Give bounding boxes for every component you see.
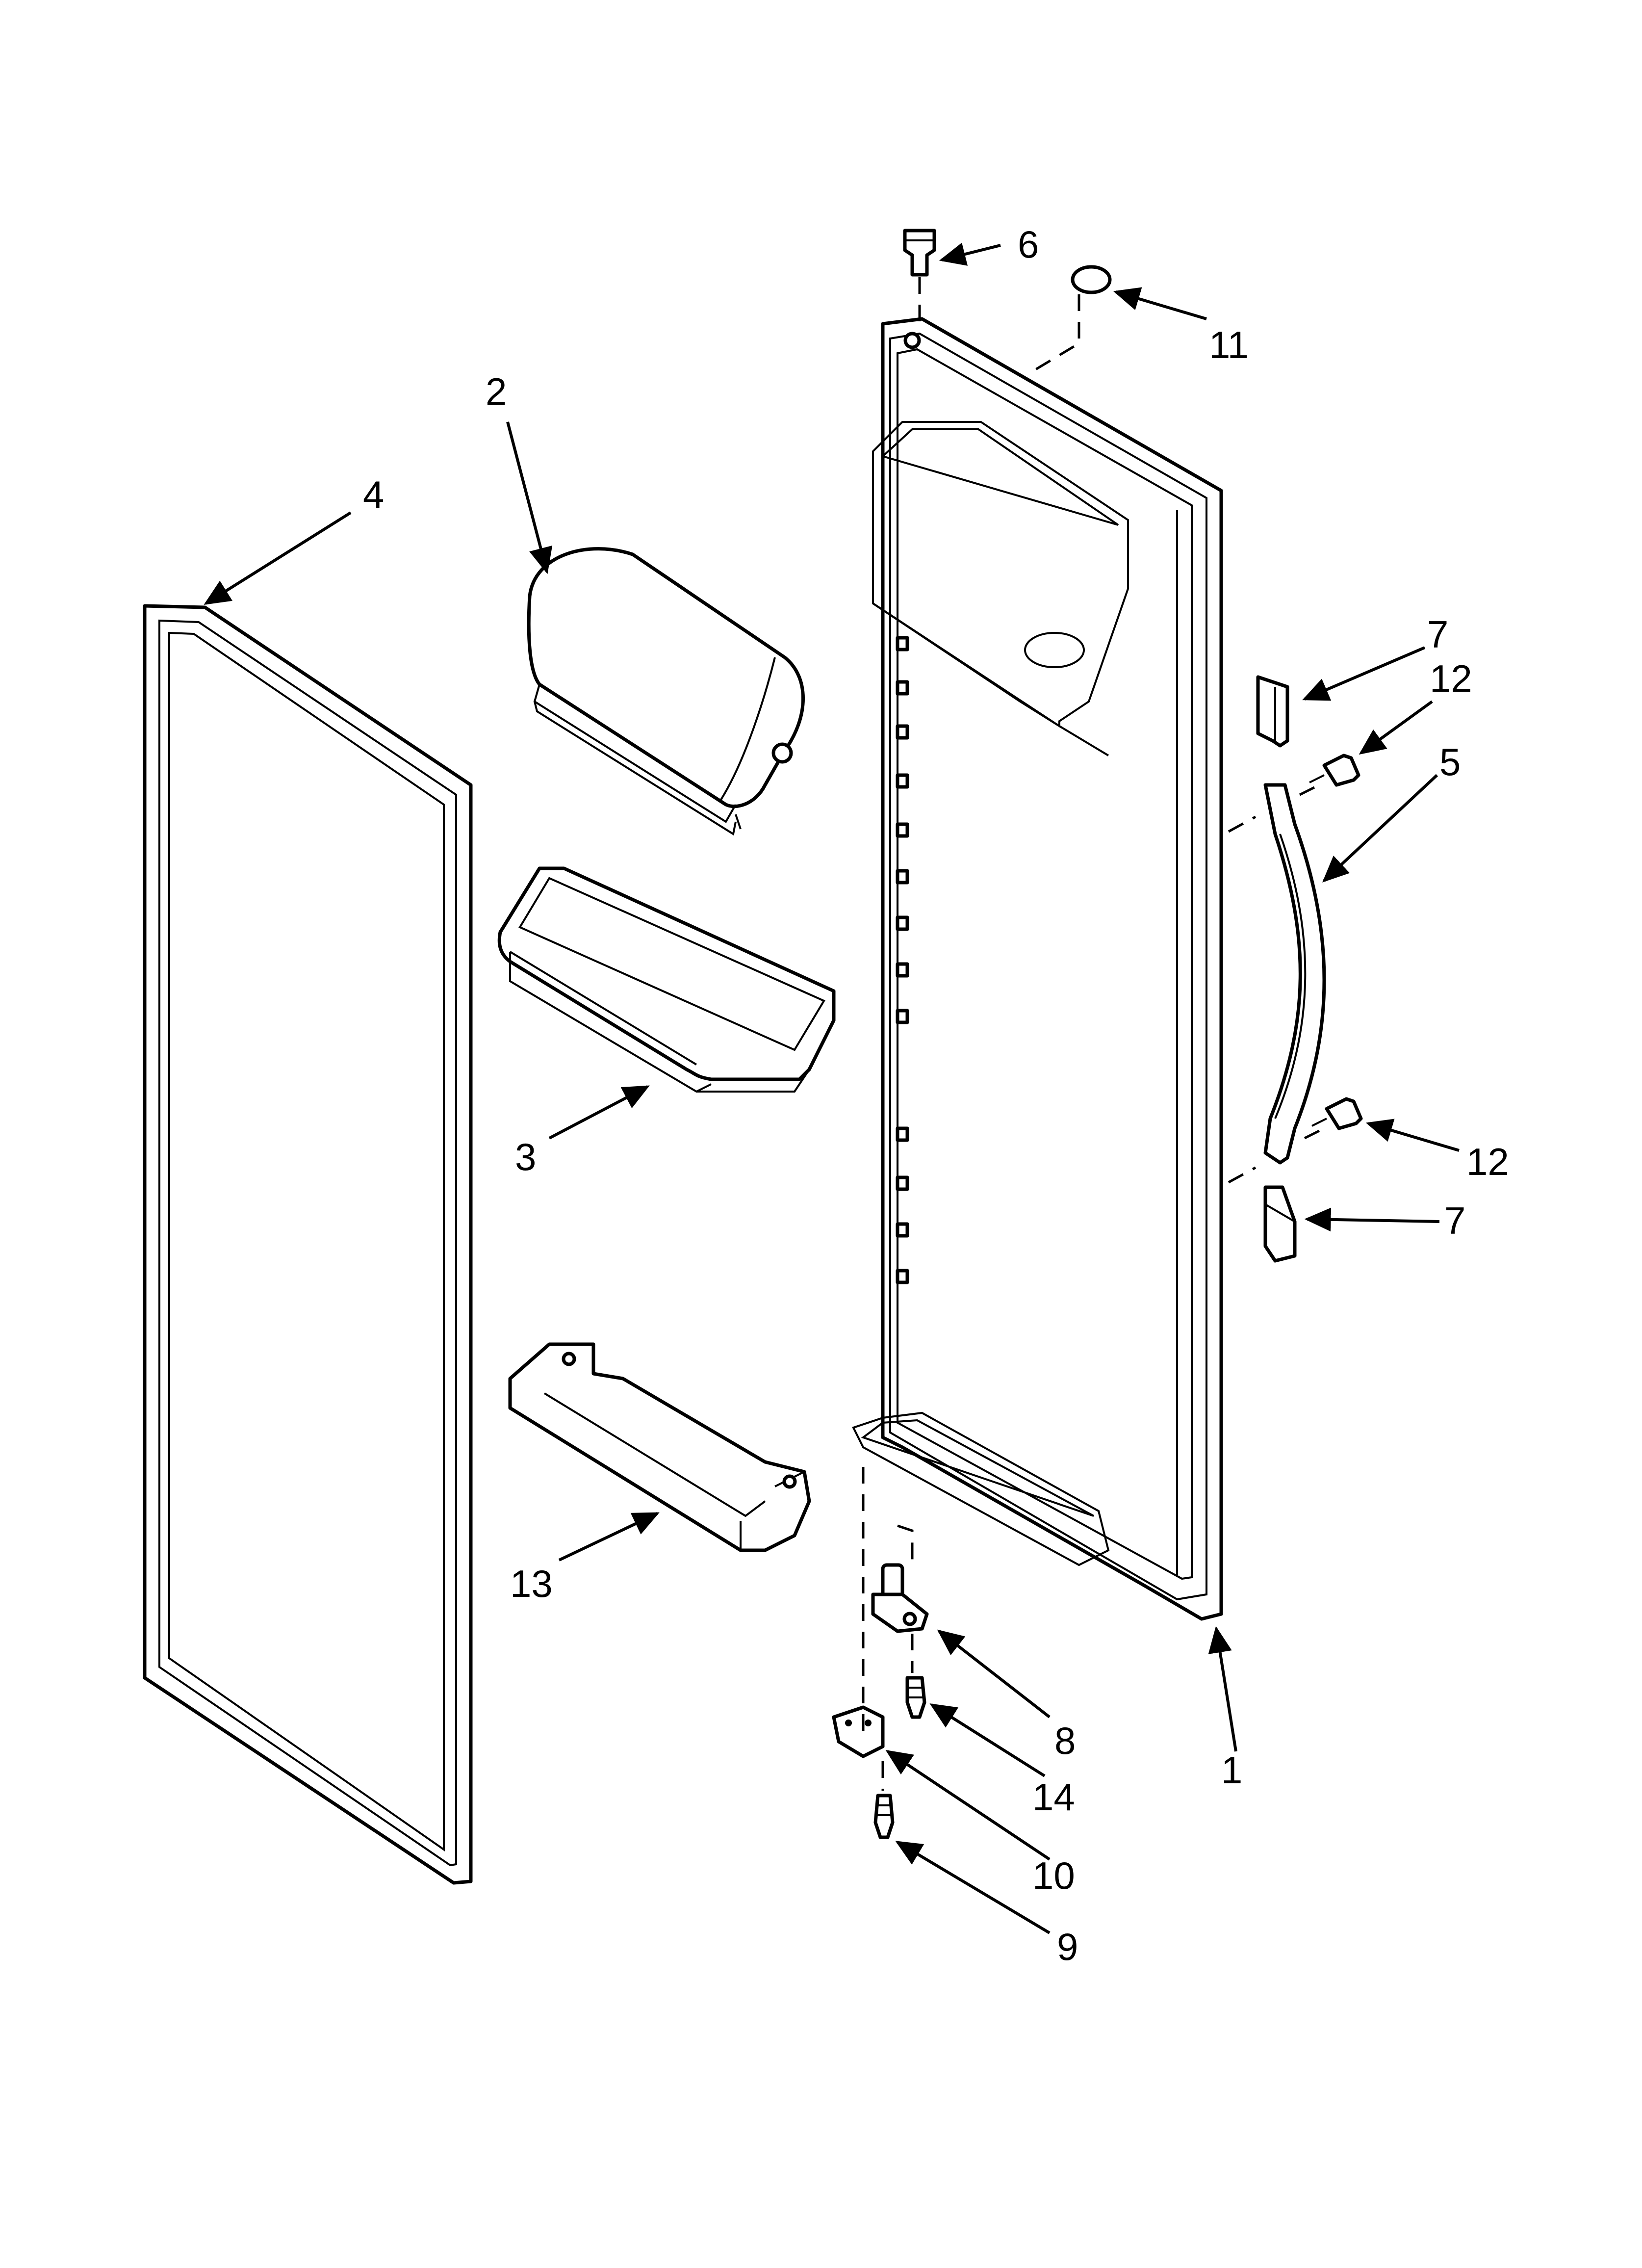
leader-10 [885, 1750, 1051, 1861]
callout-12b: 12 [1466, 1140, 1509, 1183]
leader-14 [929, 1703, 1046, 1777]
hinge-bracket-part [832, 1705, 885, 1758]
callout-9: 9 [1057, 1925, 1078, 1968]
hinge-screw-part [905, 1676, 926, 1719]
bracket-screw-part [873, 1794, 895, 1839]
callout-8: 8 [1054, 1719, 1076, 1762]
callout-12a: 12 [1430, 657, 1472, 700]
handle-screw-lower-part [1311, 1097, 1363, 1130]
callout-7a: 7 [1427, 613, 1448, 656]
lower-hinge-pin-part [871, 1563, 929, 1633]
callout-14: 14 [1032, 1775, 1075, 1819]
leader-9 [895, 1841, 1051, 1934]
door-closer-bushing-part [903, 229, 936, 277]
door-shelf-tabs [896, 636, 909, 1284]
callout-3: 3 [515, 1135, 536, 1178]
leader-8 [937, 1629, 1051, 1719]
door-bin-part [497, 866, 836, 1093]
leader-2 [506, 421, 553, 574]
callout-1: 1 [1221, 1748, 1242, 1792]
leader-7a [1302, 646, 1426, 701]
handle-end-cap-upper-part [1256, 675, 1289, 748]
leader-12a [1359, 700, 1433, 755]
callout-labels: 1 2 3 4 5 6 7 7 8 9 10 11 12 12 13 14 [363, 223, 1509, 1968]
assembly-guide-lines [862, 277, 1320, 1791]
leader-1 [1208, 1626, 1237, 1752]
refrigerator-door-part [852, 317, 1223, 1621]
handle-screw-upper-part [1309, 754, 1360, 787]
callout-5: 5 [1439, 740, 1461, 783]
leader-6 [939, 242, 1001, 266]
hinge-hole-plug-part [1071, 265, 1112, 294]
callout-7b: 7 [1444, 1199, 1465, 1242]
callout-13: 13 [510, 1562, 553, 1605]
handle-end-cap-lower-part [1263, 1185, 1297, 1263]
callout-2: 2 [486, 370, 507, 413]
leader-12b [1365, 1119, 1460, 1152]
door-handle-part [1263, 783, 1326, 1165]
dairy-compartment-door-part [527, 547, 805, 836]
leader-13 [558, 1512, 660, 1562]
door-shelf-rail-part [508, 1342, 811, 1552]
leader-11 [1113, 287, 1207, 320]
callout-11: 11 [1209, 323, 1249, 366]
door-gasket-part [143, 604, 473, 1885]
leader-7b [1304, 1207, 1440, 1232]
leader-3 [548, 1085, 650, 1140]
callout-10: 10 [1032, 1854, 1075, 1897]
leader-4 [204, 511, 352, 605]
leader-5 [1322, 774, 1438, 883]
callout-4: 4 [363, 473, 384, 516]
callout-6: 6 [1018, 223, 1039, 266]
leader-arrows [204, 242, 1460, 1934]
